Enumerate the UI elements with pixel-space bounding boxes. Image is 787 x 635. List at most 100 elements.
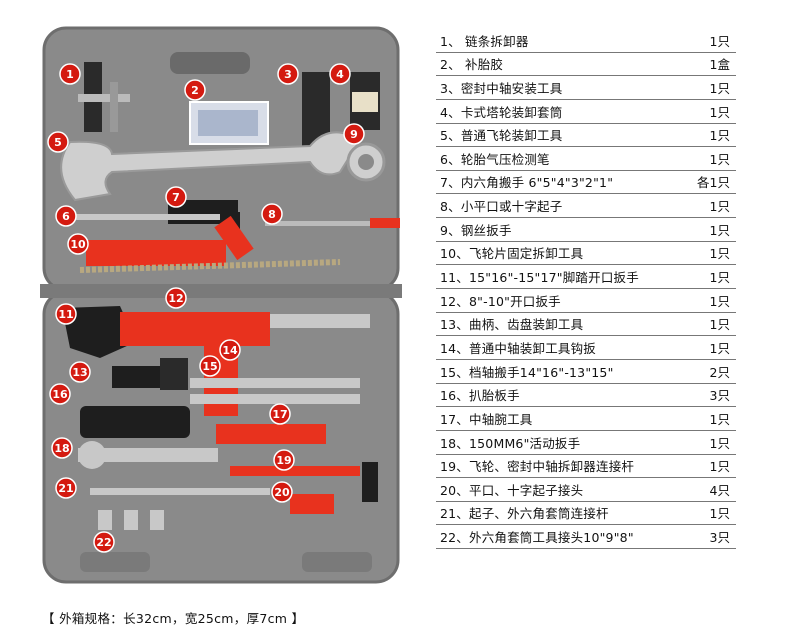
tool-list-row: 20、平口、十字起子接头 4只 xyxy=(436,478,736,502)
adjustable-wrench xyxy=(78,441,218,469)
tool-quantity: 1只 xyxy=(709,128,730,144)
chain-tool xyxy=(78,62,130,132)
number-badge-label: 6 xyxy=(62,210,70,223)
number-badge xyxy=(55,303,77,325)
tool-list-row: 11、15"16"-15"17"脚踏开口扳手 1只 xyxy=(436,265,736,290)
number-badge-label: 20 xyxy=(274,486,290,499)
tool-name: 21、起子、外六角套筒连接杆 xyxy=(440,506,609,522)
tool-list-row: 17、中轴腕工具 1只 xyxy=(436,407,736,431)
number-badge xyxy=(271,481,293,503)
number-badge xyxy=(49,383,71,405)
number-badge xyxy=(55,477,77,499)
number-badge xyxy=(343,123,365,145)
number-badge-label: 17 xyxy=(272,408,287,421)
number-badge xyxy=(67,233,89,255)
number-badge-label: 4 xyxy=(336,68,344,81)
number-badge-label: 5 xyxy=(54,136,62,149)
tool-quantity: 1盒 xyxy=(709,57,730,73)
number-badge xyxy=(199,355,221,377)
tool-name: 19、飞轮、密封中轴拆卸器连接杆 xyxy=(440,459,635,475)
tool-quantity: 1只 xyxy=(709,199,730,215)
pedal-wrench xyxy=(62,306,136,358)
tool-name: 10、飞轮片固定拆卸工具 xyxy=(440,246,584,262)
tool-quantity: 1只 xyxy=(709,222,730,238)
number-badge-label: 18 xyxy=(54,442,69,455)
tool-quantity: 3只 xyxy=(709,530,730,546)
tool-name: 15、档轴搬手14"16"-13"15" xyxy=(440,364,614,380)
tool-name: 14、普通中轴装卸工具钩扳 xyxy=(440,340,597,356)
cassette-socket xyxy=(350,72,380,130)
crank-puller xyxy=(112,358,188,390)
number-badge-label: 21 xyxy=(58,482,73,495)
patch-kit xyxy=(189,101,269,145)
tool-quantity: 1只 xyxy=(709,317,730,333)
number-badge-label: 19 xyxy=(276,454,291,467)
tool-quantity: 4只 xyxy=(709,482,730,498)
extension-bar xyxy=(230,466,360,476)
chain-whip xyxy=(79,240,341,273)
number-badge xyxy=(93,531,115,553)
tool-name: 1、 链条拆卸器 xyxy=(440,33,529,49)
number-badge-label: 11 xyxy=(58,308,73,321)
number-badge-label: 15 xyxy=(202,360,217,373)
tool-name: 17、中轴腕工具 xyxy=(440,411,533,427)
tool-name: 11、15"16"-15"17"脚踏开口扳手 xyxy=(440,270,639,286)
tool-name: 3、密封中轴安装工具 xyxy=(440,80,563,96)
number-badge xyxy=(277,63,299,85)
case-latch xyxy=(302,552,372,572)
tool-quantity: 1只 xyxy=(709,151,730,167)
case-hinge xyxy=(40,284,402,298)
number-badge-label: 8 xyxy=(268,208,276,221)
tool-quantity: 1只 xyxy=(709,411,730,427)
tool-list-row: 7、内六角搬手 6"5"4"3"2"1"各1只 xyxy=(436,171,736,195)
tool-name: 18、150MM6"活动扳手 xyxy=(440,435,581,451)
number-badge xyxy=(51,437,73,459)
tool-quantity: 1只 xyxy=(709,270,730,286)
number-badge xyxy=(165,287,187,309)
tool-list-row: 4、卡式塔轮装卸套筒 1只 xyxy=(436,100,736,124)
tool-name: 22、外六角套筒工具接头10"9"8" xyxy=(440,530,634,546)
hex-sockets xyxy=(98,510,164,530)
number-badge xyxy=(47,131,69,153)
number-badge xyxy=(165,186,187,208)
number-badge-label: 2 xyxy=(191,84,199,97)
tool-name: 4、卡式塔轮装卸套筒 xyxy=(440,104,563,120)
tool-name: 9、钢丝扳手 xyxy=(440,222,512,238)
number-badge-label: 3 xyxy=(284,68,292,81)
case-latch xyxy=(80,552,150,572)
number-badge-label: 10 xyxy=(70,238,86,251)
number-badge-label: 12 xyxy=(168,292,183,305)
tool-list-row: 9、钢丝扳手 1只 xyxy=(436,218,736,242)
tool-quantity: 1只 xyxy=(709,293,730,309)
number-badge xyxy=(184,79,206,101)
number-badge-label: 14 xyxy=(222,344,238,357)
open-wrench-8-10 xyxy=(120,312,270,346)
number-badge xyxy=(329,63,351,85)
number-badge-label: 1 xyxy=(66,68,74,81)
tool-list-row: 19、飞轮、密封中轴拆卸器连接杆 1只 xyxy=(436,455,736,479)
tool-quantity: 2只 xyxy=(709,364,730,380)
number-badge xyxy=(219,339,241,361)
axle-wrenches xyxy=(190,378,360,404)
screwdriver xyxy=(214,215,400,261)
number-badge xyxy=(55,205,77,227)
tool-quantity: 各1只 xyxy=(697,175,730,191)
tool-quantity: 1只 xyxy=(709,104,730,120)
number-badge-label: 13 xyxy=(72,366,87,379)
tool-quantity: 1只 xyxy=(709,459,730,475)
number-badge xyxy=(69,361,91,383)
tool-name: 20、平口、十字起子接头 xyxy=(440,482,584,498)
